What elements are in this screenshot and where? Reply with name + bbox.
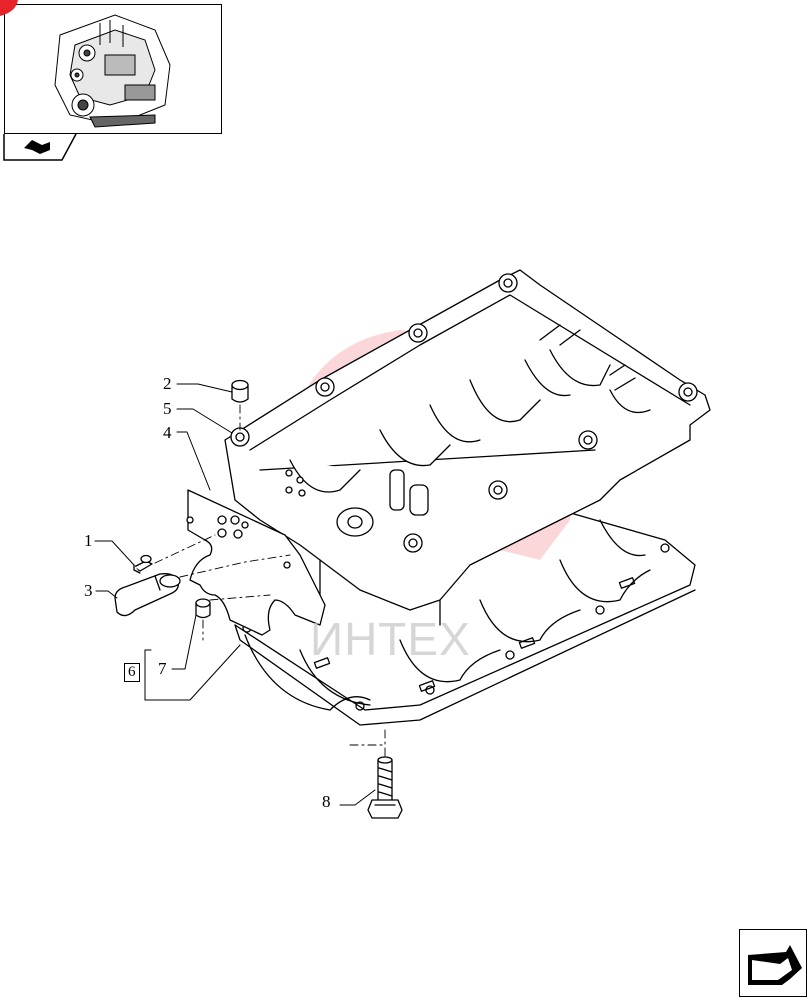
callout-7[interactable]: 7	[158, 659, 167, 678]
callout-1[interactable]: 1	[84, 531, 93, 550]
bushing-1	[133, 554, 153, 574]
next-page-arrow-icon	[748, 945, 802, 985]
bolt-8	[367, 756, 403, 819]
book-navigation-icon	[24, 140, 50, 154]
dowel-3	[114, 573, 181, 617]
cap-2	[231, 379, 249, 403]
watermark-text: ИНТЕХ	[310, 613, 471, 665]
engine-thumbnail[interactable]	[4, 4, 222, 134]
leader-lines	[94, 383, 376, 806]
next-page-button[interactable]	[739, 929, 807, 997]
callout-2[interactable]: 2	[163, 374, 172, 393]
callout-4[interactable]: 4	[163, 423, 172, 442]
callout-5[interactable]: 5	[163, 399, 172, 418]
callout-8[interactable]: 8	[322, 792, 331, 811]
main-bearing-support	[224, 269, 711, 626]
ladder-frame-lower	[234, 509, 696, 726]
callout-3[interactable]: 3	[84, 581, 93, 600]
thumbnail-tab[interactable]	[0, 0, 80, 162]
page-corner-marker	[0, 0, 18, 16]
pin-7	[195, 598, 211, 619]
callout-6-kit-box[interactable]: 6	[124, 663, 140, 682]
engine-thumbnail-icon	[54, 14, 171, 128]
center-lines	[154, 404, 386, 759]
